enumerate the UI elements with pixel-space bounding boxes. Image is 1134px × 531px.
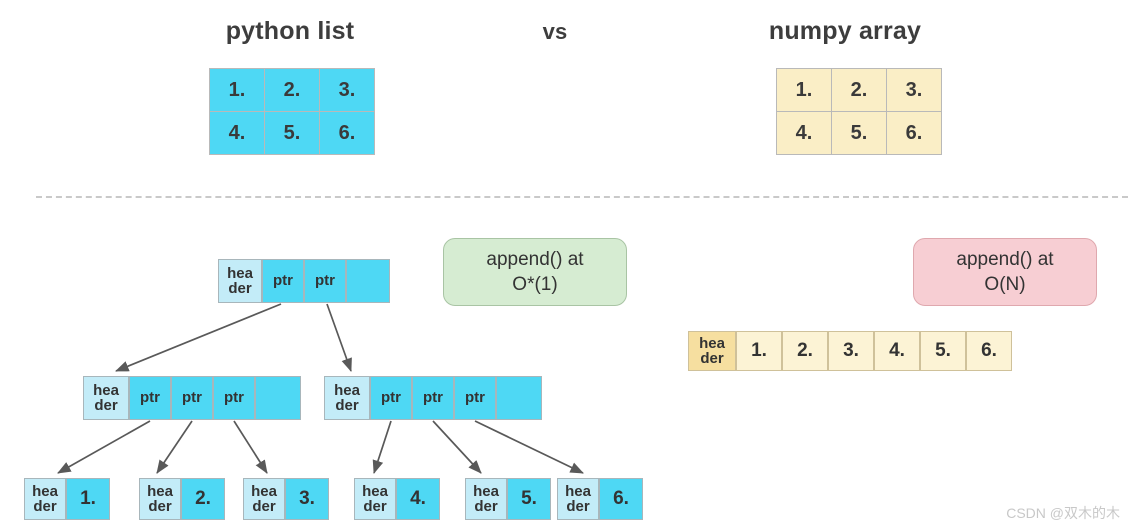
node-ptr-cell: ptr — [171, 376, 213, 420]
matrix-cell: 1. — [776, 68, 832, 112]
node-ptr-cell: ptr — [412, 376, 454, 420]
node-header-cell: hea der — [24, 478, 66, 520]
matrix-cell: 3. — [886, 68, 942, 112]
table-row: 1. 2. 3. — [776, 68, 942, 112]
list-leaf-node: hea der 4. — [354, 478, 440, 520]
node-header-cell: hea der — [243, 478, 285, 520]
section-divider — [36, 196, 1128, 198]
table-row: 1. 2. 3. — [209, 68, 375, 112]
matrix-cell: 4. — [209, 111, 265, 155]
arrow-midleft-to-leaf-2 — [156, 420, 193, 474]
callout-append-numpy-array: append() at O(N) — [913, 238, 1097, 306]
node-value-cell: 4. — [874, 331, 920, 371]
numpy-contiguous-block: hea der 1. 2. 3. 4. 5. 6. — [688, 331, 1012, 371]
node-value-cell: 1. — [66, 478, 110, 520]
list-leaf-node: hea der 6. — [557, 478, 643, 520]
node-value-cell: 2. — [181, 478, 225, 520]
matrix-cell: 2. — [831, 68, 887, 112]
numpy-array-matrix: 1. 2. 3. 4. 5. 6. — [776, 68, 942, 155]
node-value-cell: 5. — [920, 331, 966, 371]
matrix-cell: 5. — [831, 111, 887, 155]
matrix-cell: 2. — [264, 68, 320, 112]
node-ptr-cell: ptr — [304, 259, 346, 303]
node-ptr-cell: ptr — [213, 376, 255, 420]
matrix-cell: 6. — [319, 111, 375, 155]
node-value-cell: 2. — [782, 331, 828, 371]
matrix-cell: 4. — [776, 111, 832, 155]
node-value-cell: 4. — [396, 478, 440, 520]
node-header-cell: hea der — [557, 478, 599, 520]
node-empty-cell — [346, 259, 390, 303]
arrow-root-to-mid-right — [326, 303, 352, 372]
node-header-cell: hea der — [465, 478, 507, 520]
list-mid-node-left: hea der ptr ptr ptr — [83, 376, 301, 420]
node-ptr-cell: ptr — [370, 376, 412, 420]
node-value-cell: 6. — [599, 478, 643, 520]
page-title-python-list: python list — [225, 17, 355, 45]
node-header-cell: hea der — [139, 478, 181, 520]
watermark: CSDN @双木的木 — [1006, 505, 1120, 521]
node-header-cell: hea der — [83, 376, 129, 420]
list-root-node: hea der ptr ptr — [218, 259, 390, 303]
arrow-midright-to-leaf-4 — [372, 420, 392, 474]
node-empty-cell — [496, 376, 542, 420]
node-header-cell: hea der — [324, 376, 370, 420]
page-title-numpy-array: numpy array — [768, 17, 922, 45]
node-value-cell: 6. — [966, 331, 1012, 371]
node-ptr-cell: ptr — [262, 259, 304, 303]
page-title-vs: vs — [542, 19, 568, 44]
node-empty-cell — [255, 376, 301, 420]
arrow-root-to-mid-left — [115, 303, 282, 372]
node-value-cell: 3. — [285, 478, 329, 520]
matrix-cell: 1. — [209, 68, 265, 112]
table-row: 4. 5. 6. — [776, 111, 942, 155]
node-ptr-cell: ptr — [454, 376, 496, 420]
list-leaf-node: hea der 3. — [243, 478, 329, 520]
callout-append-python-list: append() at O*(1) — [443, 238, 627, 306]
matrix-cell: 6. — [886, 111, 942, 155]
matrix-cell: 5. — [264, 111, 320, 155]
node-value-cell: 3. — [828, 331, 874, 371]
table-row: 4. 5. 6. — [209, 111, 375, 155]
list-leaf-node: hea der 2. — [139, 478, 225, 520]
python-list-matrix: 1. 2. 3. 4. 5. 6. — [209, 68, 375, 155]
list-leaf-node: hea der 1. — [24, 478, 110, 520]
arrow-midright-to-leaf-6 — [474, 420, 584, 474]
node-header-cell: hea der — [688, 331, 736, 371]
node-value-cell: 1. — [736, 331, 782, 371]
node-header-cell: hea der — [354, 478, 396, 520]
arrow-midleft-to-leaf-3 — [233, 420, 268, 474]
matrix-cell: 3. — [319, 68, 375, 112]
list-leaf-node: hea der 5. — [465, 478, 551, 520]
node-ptr-cell: ptr — [129, 376, 171, 420]
arrow-midleft-to-leaf-1 — [57, 420, 151, 474]
list-mid-node-right: hea der ptr ptr ptr — [324, 376, 542, 420]
node-value-cell: 5. — [507, 478, 551, 520]
arrow-midright-to-leaf-5 — [432, 420, 482, 474]
node-header-cell: hea der — [218, 259, 262, 303]
